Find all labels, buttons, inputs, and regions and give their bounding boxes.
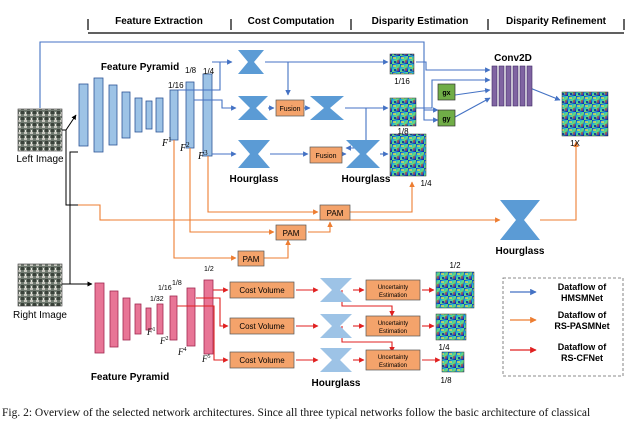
- hourglass-module: [238, 50, 540, 240]
- hourglass-module-bottom: [320, 278, 352, 372]
- feature-f2-label-bottom: F2: [159, 336, 169, 346]
- rs-pasmnet-dataflow: [78, 140, 579, 261]
- rs-cfnet-dataflow: [177, 287, 441, 363]
- conv2d-label: Conv2D: [494, 53, 532, 64]
- stage-feature-extraction: Feature Extraction: [115, 16, 203, 27]
- svg-text:Uncertainty: Uncertainty: [378, 285, 408, 291]
- disparity-map-bottom-1-8: [441, 351, 465, 373]
- pam-box-3: [237, 250, 265, 267]
- output-scale-1-8: 1/8: [397, 127, 409, 136]
- gy-label: gy: [442, 116, 450, 123]
- disparity-map-1-16: [389, 53, 415, 75]
- gx-box: [437, 83, 456, 101]
- gy-box: [437, 109, 456, 127]
- svg-text:Uncertainty: Uncertainty: [378, 355, 408, 361]
- hourglass-label-left: Hourglass: [230, 174, 279, 185]
- fusion-box-1-4: [309, 146, 343, 164]
- legend-rs-cfnet-line1: Dataflow of: [558, 342, 608, 352]
- output-scale-1-16: 1/16: [394, 77, 410, 86]
- pam-label-1: PAM: [327, 209, 344, 218]
- hourglass-label-refinement: Hourglass: [496, 246, 545, 257]
- feature-pyramid-label-bottom: Feature Pyramid: [91, 372, 169, 383]
- scale-label-1-32: 1/32: [150, 296, 164, 303]
- svg-text:Estimation: Estimation: [379, 329, 407, 335]
- scale-label-1-4: 1/4: [203, 67, 215, 76]
- disparity-map-full: [561, 91, 609, 137]
- stage-disparity-estimation: Disparity Estimation: [372, 16, 469, 27]
- feature-f2-label: F2: [179, 141, 190, 154]
- stage-cost-computation: Cost Computation: [248, 16, 335, 27]
- figure-caption: Fig. 2: Overview of the selected network…: [2, 407, 591, 419]
- bottom-output-scale-1-8: 1/8: [440, 376, 452, 385]
- hourglass-label-bottom: Hourglass: [312, 378, 361, 389]
- stage-header: Feature Extraction Cost Computation Disp…: [87, 16, 625, 34]
- svg-text:Estimation: Estimation: [379, 363, 407, 369]
- legend-hmsmnet-line1: Dataflow of: [558, 282, 608, 292]
- disparity-map-1-8: [389, 97, 417, 127]
- feature-f1-label: F1: [161, 136, 172, 149]
- scale-label-1-16: 1/16: [168, 81, 184, 90]
- left-image-thumbnail: [17, 108, 63, 152]
- legend-hmsmnet-line2: HMSMNet: [561, 293, 603, 303]
- cost-volume-label-1-8: Cost Volume: [239, 356, 285, 365]
- pam-label-2: PAM: [283, 229, 300, 238]
- right-image-label: Right Image: [13, 310, 67, 321]
- pam-box-1: [319, 204, 351, 221]
- output-scale-1-4: 1/4: [420, 179, 432, 188]
- fusion-label-1-4: Fusion: [315, 153, 336, 160]
- svg-text:Uncertainty: Uncertainty: [378, 321, 408, 327]
- legend: Dataflow of HMSMNet Dataflow of RS-PASMN…: [502, 277, 624, 377]
- right-image-thumbnail: [17, 263, 63, 307]
- feature-pyramid-label-top: Feature Pyramid: [101, 62, 179, 73]
- cost-volume-box-1-2: [229, 281, 295, 299]
- disparity-map-bottom-1-4: [435, 313, 467, 341]
- svg-text:Estimation: Estimation: [379, 293, 407, 299]
- feature-f3-label: F3: [197, 149, 208, 162]
- scale-label-1-8-bottom: 1/8: [172, 280, 182, 287]
- scale-label-1-2-bottom: 1/2: [204, 266, 214, 273]
- fusion-label-1-8: Fusion: [279, 106, 300, 113]
- cost-volume-box-1-8: [229, 351, 295, 369]
- bottom-output-scale-1-2: 1/2: [449, 261, 461, 270]
- uncertainty-box-1-2: Uncertainty Estimation: [365, 279, 421, 301]
- legend-rs-pasmnet-line2: RS-PASMNet: [554, 321, 609, 331]
- disparity-map-bottom-1-2: [435, 271, 475, 309]
- bottom-output-scale-1-4: 1/4: [438, 343, 450, 352]
- output-scale-1x: 1X: [570, 139, 580, 148]
- cost-volume-box-1-4: [229, 317, 295, 335]
- fusion-box-1-8: [275, 99, 305, 117]
- uncertainty-box-1-8: Uncertainty Estimation: [365, 349, 421, 371]
- hourglass-label-right: Hourglass: [342, 174, 391, 185]
- legend-rs-cfnet-line2: RS-CFNet: [561, 353, 603, 363]
- hmsmnet-dataflow: [39, 41, 561, 157]
- feature-f4-label-bottom: F4: [177, 347, 187, 357]
- input-dataflow: [62, 114, 93, 287]
- gx-label: gx: [442, 90, 450, 97]
- disparity-map-1-4: [389, 133, 427, 177]
- left-image-label: Left Image: [16, 154, 64, 165]
- conv2d-stack: [491, 65, 533, 107]
- cost-volume-label-1-4: Cost Volume: [239, 322, 285, 331]
- right-feature-pyramid: [94, 279, 214, 355]
- feature-f1-label-bottom: F1: [146, 327, 156, 337]
- feature-f5-label-bottom: F5: [201, 354, 211, 364]
- left-feature-pyramid: [78, 73, 213, 157]
- legend-rs-pasmnet-line1: Dataflow of: [558, 310, 608, 320]
- scale-label-1-8: 1/8: [185, 66, 197, 75]
- pam-label-3: PAM: [243, 255, 260, 264]
- pam-box-2: [275, 224, 307, 241]
- stage-disparity-refinement: Disparity Refinement: [506, 16, 607, 27]
- uncertainty-box-1-4: Uncertainty Estimation: [365, 315, 421, 337]
- cost-volume-label-1-2: Cost Volume: [239, 286, 285, 295]
- scale-label-1-16-bottom: 1/16: [158, 285, 172, 292]
